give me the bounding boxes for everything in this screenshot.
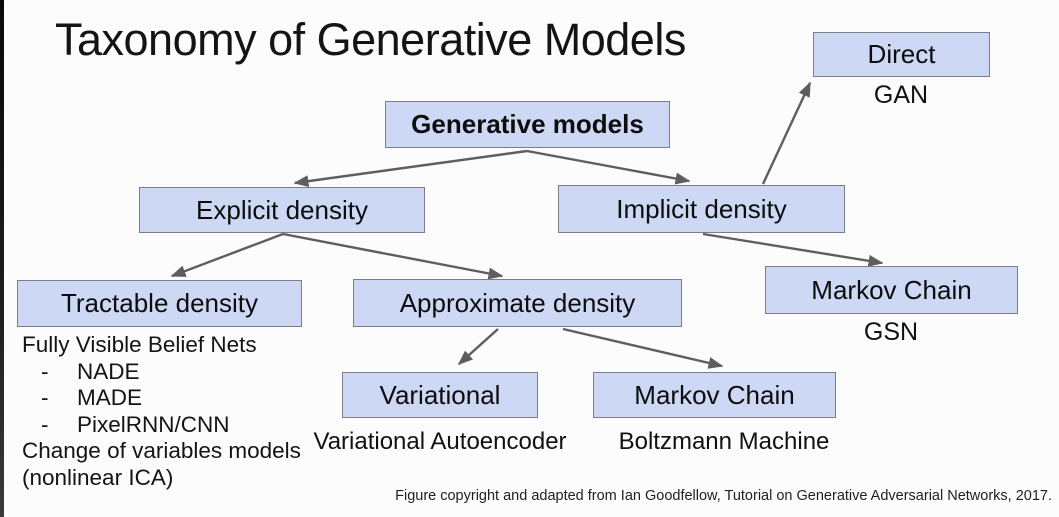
node-variational: Variational xyxy=(342,372,538,418)
note-change-of-variables: Change of variables models xyxy=(22,438,301,463)
arrow-generative-to-implicit xyxy=(526,149,691,185)
note-pixelrnn: -PixelRNN/CNN xyxy=(22,412,301,439)
slide-title: Taxonomy of Generative Models xyxy=(55,14,686,65)
note-nonlinear-ica: (nonlinear ICA) xyxy=(22,464,174,490)
figure-attribution: Figure copyright and adapted from Ian Go… xyxy=(395,488,1052,504)
bullet-dash: - xyxy=(41,411,49,437)
note-made: -MADE xyxy=(22,385,301,412)
node-tractable-density: Tractable density xyxy=(17,280,302,327)
arrow-explicit-to-tractable xyxy=(170,232,284,278)
node-markov-chain-boltzmann: Markov Chain xyxy=(593,372,836,418)
bullet-dash: - xyxy=(41,358,49,384)
arrow-generative-to-explicit xyxy=(293,149,528,188)
arrow-implicit-to-direct xyxy=(761,81,812,185)
label-boltzmann-machine: Boltzmann Machine xyxy=(618,428,830,455)
node-approximate-density: Approximate density xyxy=(353,279,682,327)
arrow-implicit-to-markov-gsn xyxy=(702,232,884,267)
tractable-notes: Fully Visible Belief Nets -NADE -MADE -P… xyxy=(22,332,301,491)
left-edge-strip xyxy=(0,0,4,517)
node-implicit-density: Implicit density xyxy=(558,185,845,233)
bullet-dash: - xyxy=(41,385,49,410)
label-variational-autoencoder: Variational Autoencoder xyxy=(313,428,567,455)
label-gan: GAN xyxy=(873,81,929,109)
node-generative-models: Generative models xyxy=(385,101,670,148)
node-explicit-density: Explicit density xyxy=(139,187,425,233)
arrow-explicit-to-approximate xyxy=(282,232,504,280)
arrow-approximate-to-variational xyxy=(457,328,499,366)
label-gsn: GSN xyxy=(863,318,919,346)
node-markov-chain-gsn: Markov Chain xyxy=(765,266,1018,314)
node-direct: Direct xyxy=(813,32,990,77)
arrow-approximate-to-markov-boltzmann xyxy=(562,327,724,369)
note-fvbn: Fully Visible Belief Nets xyxy=(22,332,257,357)
note-nade: -NADE xyxy=(22,359,301,386)
